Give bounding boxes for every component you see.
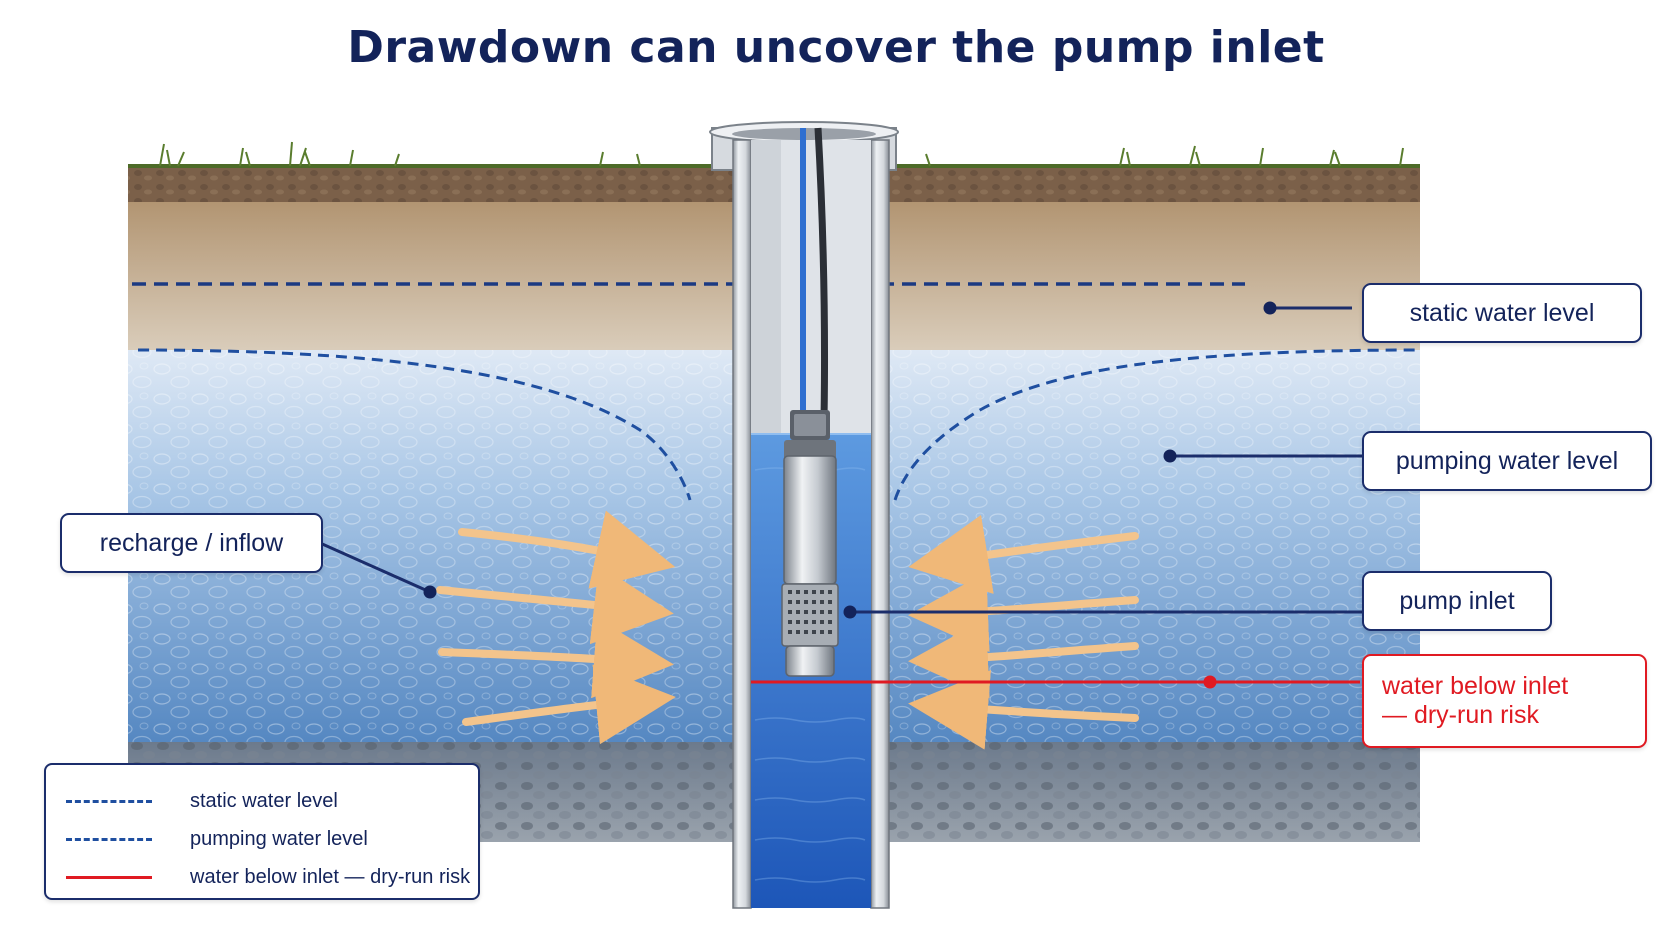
legend-item-static: static water level bbox=[66, 789, 338, 813]
pumping-level-marker bbox=[1163, 449, 1177, 463]
discharge-pipe bbox=[800, 128, 806, 424]
inflow-arrow-icon bbox=[438, 618, 674, 699]
static-water-level-callout: static water level bbox=[1362, 283, 1642, 343]
pumping-water-level-callout: pumping water level bbox=[1362, 431, 1652, 491]
inflow-arrow-icon bbox=[436, 564, 674, 645]
legend-item-pumping: pumping water level bbox=[66, 827, 368, 851]
legend-label-static: static water level bbox=[190, 789, 338, 812]
power-cable bbox=[814, 127, 829, 421]
inflow-arrow-icon bbox=[458, 510, 676, 589]
submersible-pump-icon bbox=[781, 410, 839, 677]
legend-swatch-pumping bbox=[66, 837, 152, 841]
inflow-arrow-icon bbox=[462, 664, 676, 745]
inflow-arrow-icon bbox=[908, 669, 1139, 750]
dry-run-risk-callout: water below inlet — dry-run risk bbox=[1362, 654, 1647, 748]
recharge-leader bbox=[319, 541, 431, 594]
pump-inlet-marker bbox=[843, 605, 857, 619]
inflow-arrow-icon bbox=[908, 514, 1139, 594]
pumping-water-level-left bbox=[137, 348, 692, 501]
dry-run-risk-line-2: — dry-run risk bbox=[1382, 701, 1539, 729]
dry-run-marker bbox=[1203, 675, 1217, 689]
recharge-inflow-callout: recharge / inflow bbox=[60, 513, 323, 573]
pumping-water-level-right bbox=[893, 348, 1421, 501]
page-title: Drawdown can uncover the pump inlet bbox=[347, 22, 1325, 73]
legend-label-dry-run: water below inlet — dry-run risk bbox=[190, 865, 471, 888]
legend: static water level pumping water level w… bbox=[44, 763, 480, 900]
pump-inlet-callout: pump inlet bbox=[1362, 571, 1552, 631]
recharge-marker bbox=[423, 585, 437, 599]
legend-swatch-dry-run bbox=[66, 875, 152, 879]
static-level-marker bbox=[1263, 301, 1277, 315]
legend-swatch-static bbox=[66, 799, 152, 803]
legend-item-dry-run: water below inlet — dry-run risk bbox=[66, 865, 470, 889]
legend-label-pumping: pumping water level bbox=[190, 827, 368, 850]
inflow-arrow-icon bbox=[908, 618, 1139, 699]
dry-run-risk-line-1: water below inlet bbox=[1382, 672, 1569, 700]
